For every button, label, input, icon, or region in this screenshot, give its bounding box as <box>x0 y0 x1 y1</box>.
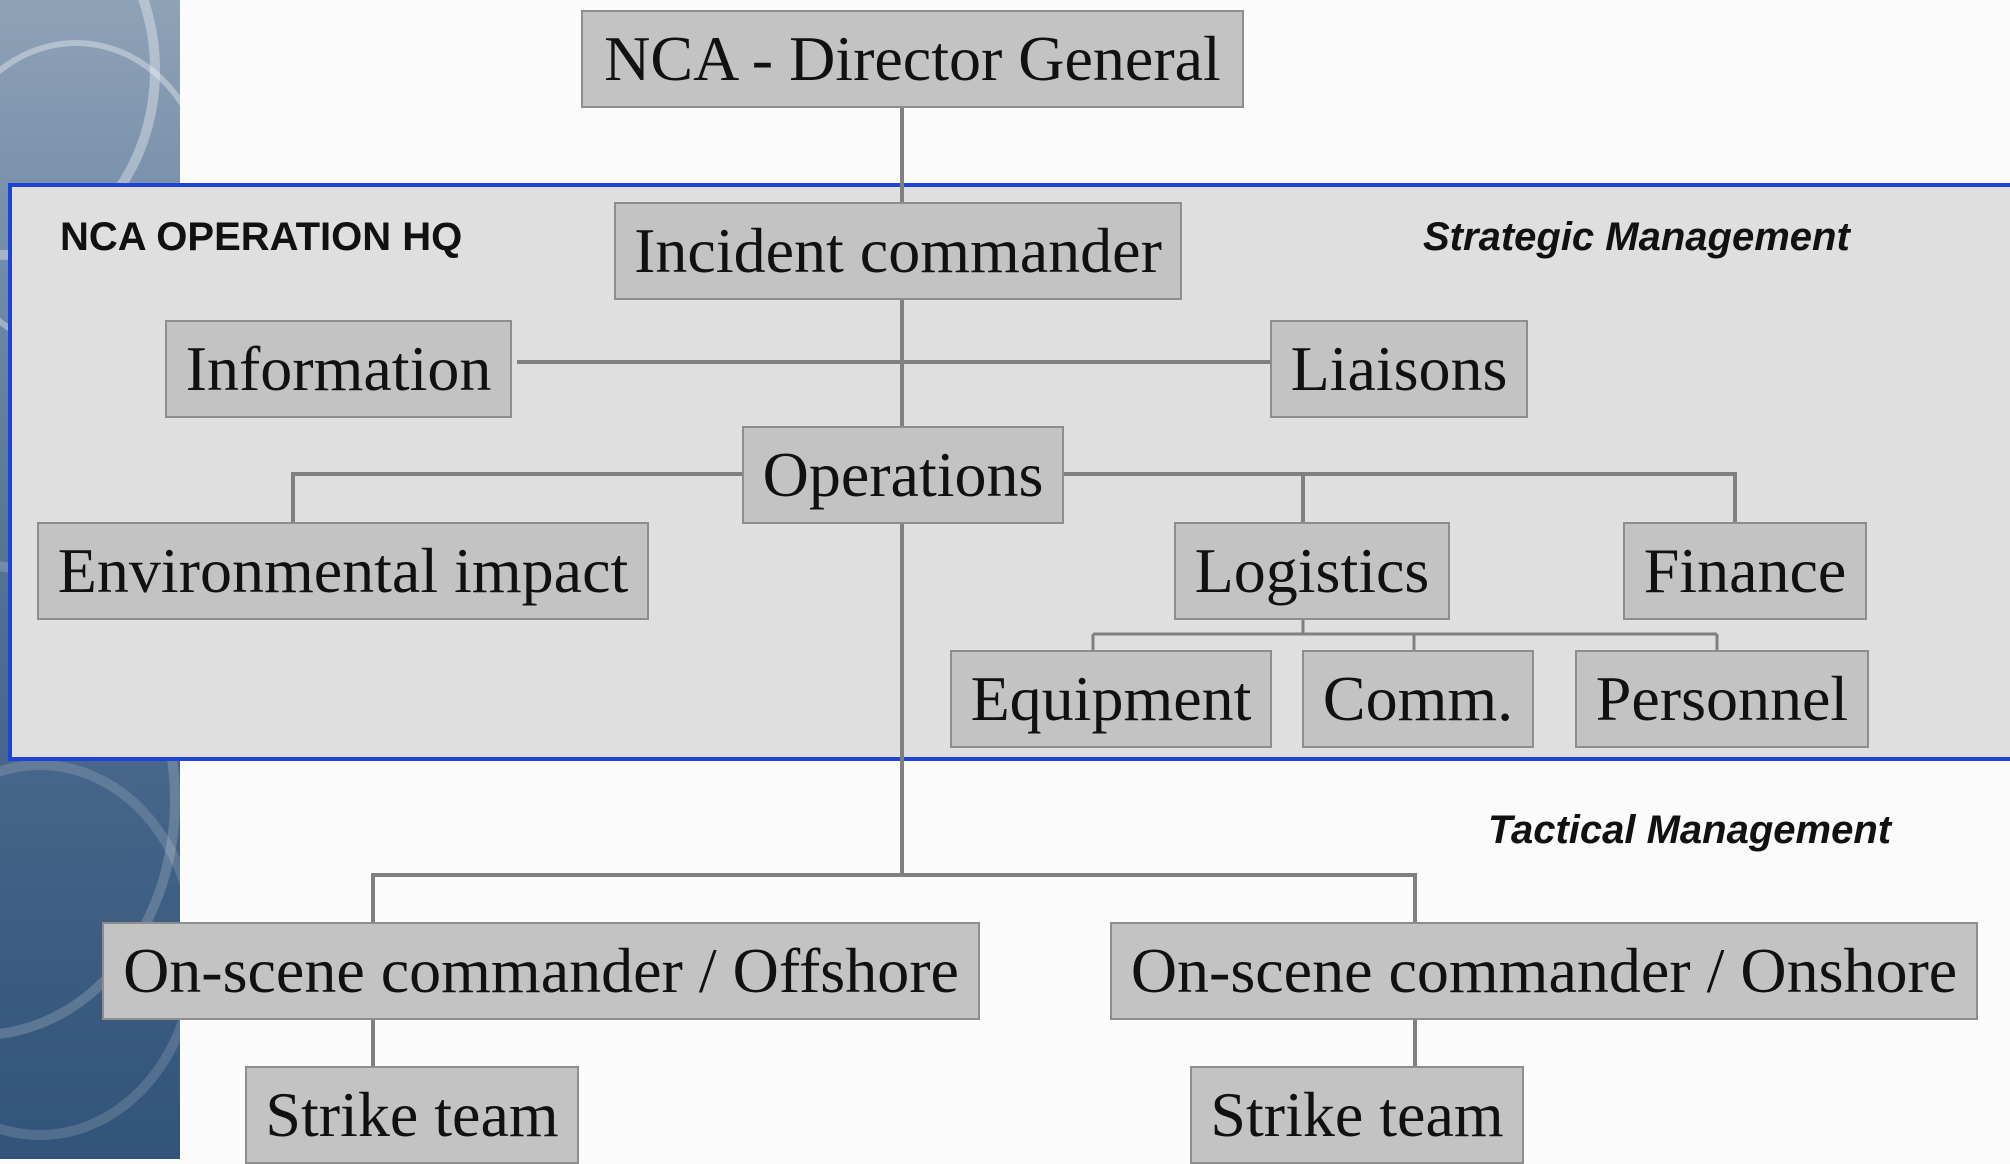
node-equipment: Equipment <box>950 650 1272 748</box>
node-incident-commander: Incident commander <box>614 202 1182 300</box>
node-liaisons: Liaisons <box>1270 320 1528 418</box>
node-logistics: Logistics <box>1174 522 1450 620</box>
node-comm: Comm. <box>1302 650 1534 748</box>
node-information: Information <box>165 320 512 418</box>
node-osc-onshore: On-scene commander / Onshore <box>1110 922 1978 1020</box>
node-strike-team-offshore: Strike team <box>245 1066 579 1164</box>
node-osc-offshore: On-scene commander / Offshore <box>102 922 980 1020</box>
strategic-management-label: Strategic Management <box>1423 215 1850 259</box>
node-strike-team-onshore: Strike team <box>1190 1066 1524 1164</box>
tactical-management-label: Tactical Management <box>1488 808 1892 852</box>
node-operations: Operations <box>742 426 1064 524</box>
node-environmental-impact: Environmental impact <box>37 522 649 620</box>
node-director-general: NCA - Director General <box>581 10 1244 108</box>
panel-title: NCA OPERATION HQ <box>60 215 463 259</box>
node-personnel: Personnel <box>1575 650 1869 748</box>
node-finance: Finance <box>1623 522 1867 620</box>
